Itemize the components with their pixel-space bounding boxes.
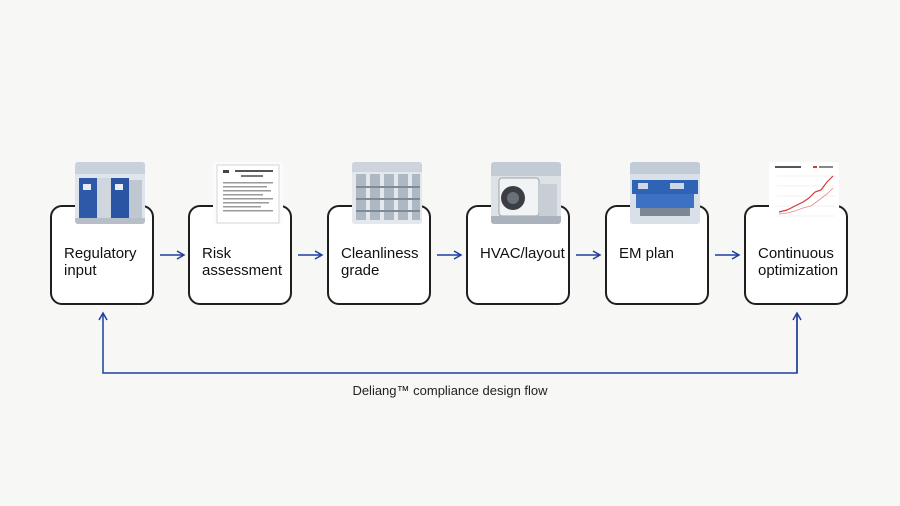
step-label: HVAC/layout [480, 245, 565, 262]
electrical-cabinet-photo [75, 162, 145, 224]
feedback-loop-arrow [98, 311, 798, 374]
line-chart-photo [769, 162, 839, 224]
cleanroom-racks-photo [352, 162, 422, 224]
step-label: Cleanliness grade [341, 245, 419, 279]
blue-machinery-photo [630, 162, 700, 224]
step-label: Risk assessment [202, 245, 283, 279]
diagram-caption: Deliang™ compliance design flow [352, 383, 548, 398]
step-label: Regulatory input [64, 245, 137, 279]
document-page-photo [213, 162, 283, 224]
hvac-unit-photo [491, 162, 561, 224]
step-label: Continuous optimization [758, 245, 839, 279]
step-label: EM plan [619, 245, 675, 262]
